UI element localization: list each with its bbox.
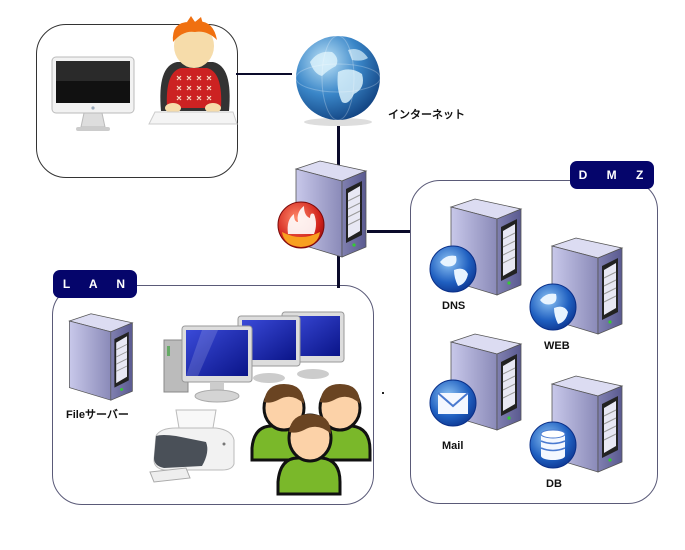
stray-dot — [382, 392, 384, 394]
lan-zone-tag: L A N — [53, 270, 137, 298]
edge-internet-firewall — [337, 124, 340, 166]
file-server-label: Fileサーバー — [66, 409, 129, 421]
edge-firewall-dmz — [367, 230, 410, 233]
fire-icon — [276, 200, 326, 250]
globe-icon — [288, 32, 388, 128]
edge-firewall-lan — [337, 256, 340, 288]
internet-label: インターネット — [388, 109, 465, 121]
dmz-zone-tag: D M Z — [570, 161, 654, 189]
printer-icon — [146, 406, 242, 484]
edge-client-internet — [236, 73, 292, 75]
web-label: WEB — [544, 340, 570, 352]
mail-label: Mail — [442, 440, 464, 452]
users-group-icon — [248, 378, 372, 496]
mail-envelope-badge-icon — [428, 378, 478, 428]
desktop-pcs-icon — [162, 311, 352, 412]
db-cylinder-badge-icon — [528, 420, 578, 470]
db-label: DB — [546, 478, 562, 490]
web-globe-badge-icon — [528, 282, 578, 332]
file-server-icon — [62, 312, 138, 402]
dns-label: DNS — [442, 300, 466, 312]
imac-monitor-icon — [50, 55, 136, 135]
user-at-keyboard-icon — [147, 16, 239, 126]
dns-globe-badge-icon — [428, 244, 478, 294]
